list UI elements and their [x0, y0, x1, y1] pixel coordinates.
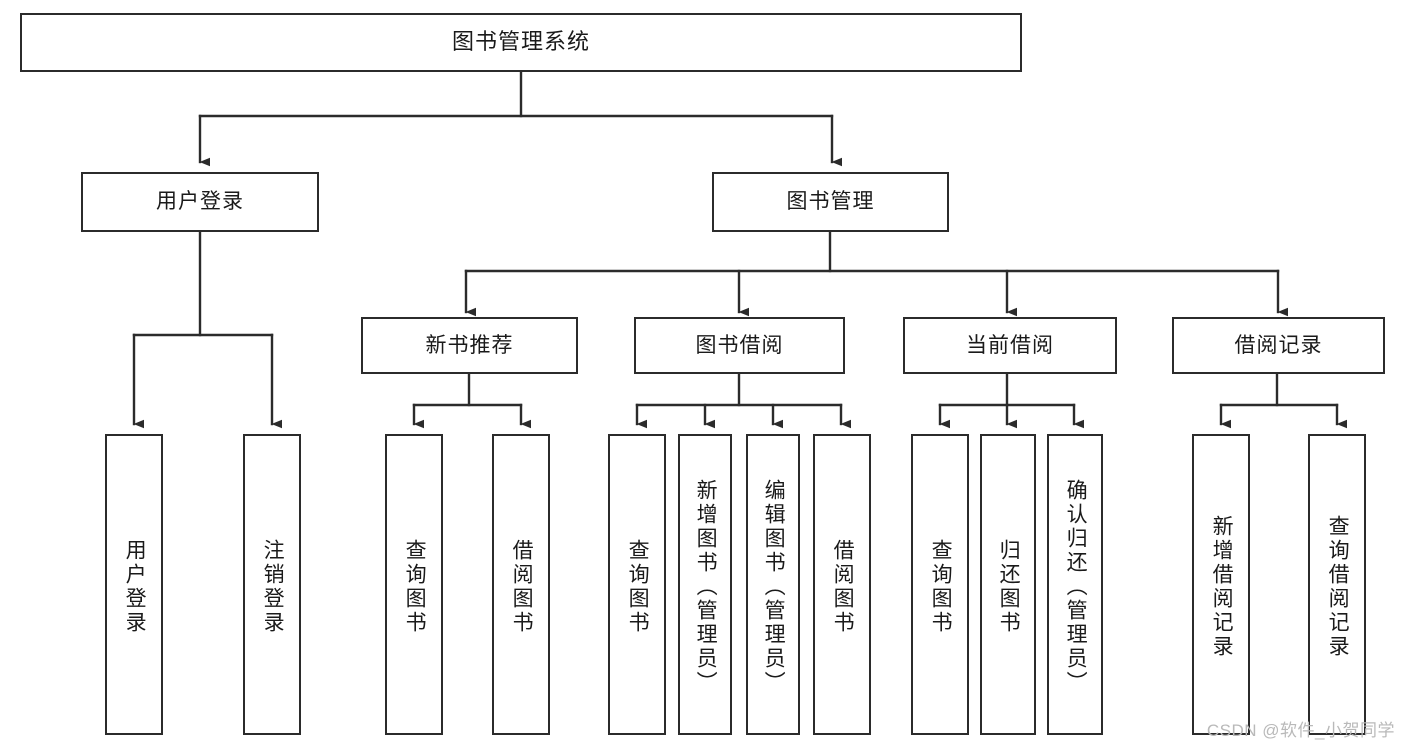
leaf-user-login[interactable]: 用户登录 [105, 434, 163, 735]
leaf-edit-book-admin[interactable]: 编辑图书（管理员） [746, 434, 800, 735]
node-new-book-recommendation[interactable]: 新书推荐 [361, 317, 578, 374]
node-label: 当前借阅 [966, 333, 1054, 357]
node-label: 归还图书 [997, 538, 1021, 635]
leaf-confirm-return-admin[interactable]: 确认归还（管理员） [1047, 434, 1103, 735]
node-label: 查询借阅记录 [1326, 514, 1350, 659]
node-label: 查询图书 [403, 538, 427, 635]
node-label: 借阅记录 [1234, 333, 1323, 357]
leaf-query-book-borrow[interactable]: 查询图书 [608, 434, 666, 735]
node-label: 查询图书 [626, 538, 650, 635]
node-label: 编辑图书（管理员） [762, 478, 786, 695]
node-label: 查询图书 [929, 538, 953, 635]
node-label: 新增图书（管理员） [694, 478, 718, 695]
node-book-management[interactable]: 图书管理 [712, 172, 949, 232]
leaf-add-book-admin[interactable]: 新增图书（管理员） [678, 434, 732, 735]
node-label: 新增借阅记录 [1210, 514, 1234, 659]
node-borrow-record[interactable]: 借阅记录 [1172, 317, 1385, 374]
node-label: 确认归还（管理员） [1064, 478, 1088, 695]
leaf-query-book-new-recommendation[interactable]: 查询图书 [385, 434, 443, 735]
leaf-query-borrow-record[interactable]: 查询借阅记录 [1308, 434, 1366, 735]
leaf-borrow-book[interactable]: 借阅图书 [813, 434, 871, 735]
node-book-borrow[interactable]: 图书借阅 [634, 317, 845, 374]
node-label: 图书借阅 [695, 333, 784, 357]
node-label: 借阅图书 [510, 538, 534, 635]
leaf-query-book-current[interactable]: 查询图书 [911, 434, 969, 735]
leaf-return-book[interactable]: 归还图书 [980, 434, 1036, 735]
csdn-watermark: CSDN @软件_小贺同学 [1206, 721, 1395, 740]
node-current-borrow[interactable]: 当前借阅 [903, 317, 1117, 374]
leaf-logout[interactable]: 注销登录 [243, 434, 301, 735]
node-label: 图书管理 [786, 190, 875, 214]
node-root-book-management-system[interactable]: 图书管理系统 [20, 13, 1022, 72]
node-user-login[interactable]: 用户登录 [81, 172, 319, 232]
node-label: 图书管理系统 [451, 29, 590, 55]
leaf-add-borrow-record[interactable]: 新增借阅记录 [1192, 434, 1250, 735]
node-label: 用户登录 [123, 538, 147, 635]
node-label: 用户登录 [156, 190, 244, 214]
node-label: 借阅图书 [831, 538, 855, 635]
node-label: 新书推荐 [425, 333, 514, 357]
node-label: 注销登录 [261, 538, 285, 635]
leaf-borrow-book-new-recommendation[interactable]: 借阅图书 [492, 434, 550, 735]
